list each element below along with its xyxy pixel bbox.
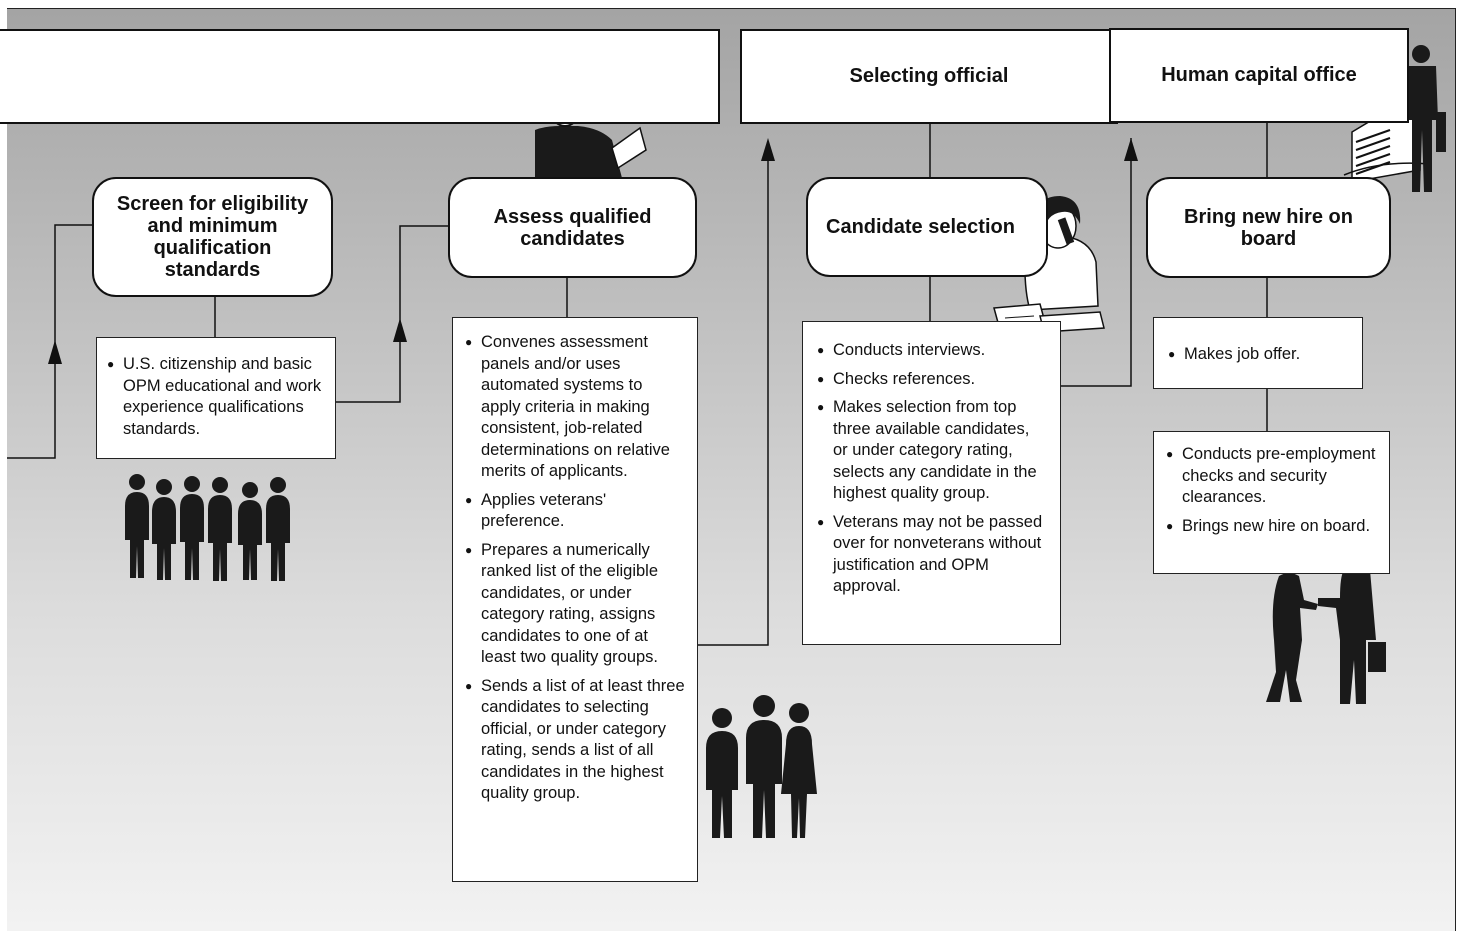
list-item: Checks references. xyxy=(817,369,1048,391)
detail-selection: Conducts interviews. Checks references. … xyxy=(802,321,1061,645)
stage-assess-candidates: Assess qualified candidates xyxy=(448,177,697,278)
stage-candidate-selection: Candidate selection xyxy=(806,177,1048,277)
arrowhead-screen xyxy=(393,318,407,342)
connector-assess-to-selecting xyxy=(697,148,769,646)
list-item: Conducts interviews. xyxy=(817,340,1048,362)
list-item: Veterans may not be passed over for nonv… xyxy=(817,512,1048,598)
arrowhead-hco xyxy=(1124,138,1138,161)
stage-bring-new-hire-on-board: Bring new hire on board xyxy=(1146,177,1391,278)
detail-assess: Convenes assessment panels and/or uses a… xyxy=(452,317,698,882)
connector-selection-to-hco xyxy=(1060,138,1132,387)
list-item: Prepares a numerically ranked list of th… xyxy=(465,540,685,669)
businessman-building-icon xyxy=(1343,45,1446,192)
arrowhead-left xyxy=(48,340,62,364)
connector-screen-to-assess xyxy=(335,225,449,403)
header-box-left xyxy=(0,29,720,124)
header-human-capital-office: Human capital office xyxy=(1109,28,1409,123)
list-item: Applies veterans' preference. xyxy=(465,490,685,533)
list-item: Makes selection from top three available… xyxy=(817,397,1048,505)
handshake-icon xyxy=(1266,544,1386,704)
detail-onboarding-checks: Conducts pre-employment checks and secur… xyxy=(1153,431,1390,574)
connector-left-input xyxy=(7,224,92,459)
list-item: U.S. citizenship and basic OPM education… xyxy=(107,354,325,440)
header-selecting-official: Selecting official xyxy=(740,29,1118,124)
list-item: Conducts pre-employment checks and secur… xyxy=(1166,444,1381,509)
list-item: Makes job offer. xyxy=(1168,344,1350,366)
stage-screen-eligibility: Screen for eligibility and minimum quali… xyxy=(92,177,333,297)
list-item: Convenes assessment panels and/or uses a… xyxy=(465,332,685,483)
list-item: Sends a list of at least three candidate… xyxy=(465,676,685,805)
list-item: Brings new hire on board. xyxy=(1166,516,1381,538)
arrowhead-selecting xyxy=(761,138,775,161)
group-of-six-people-icon xyxy=(125,474,290,581)
detail-job-offer: Makes job offer. xyxy=(1153,317,1363,389)
detail-screen: U.S. citizenship and basic OPM education… xyxy=(96,337,336,459)
group-of-three-people-icon xyxy=(706,695,817,838)
